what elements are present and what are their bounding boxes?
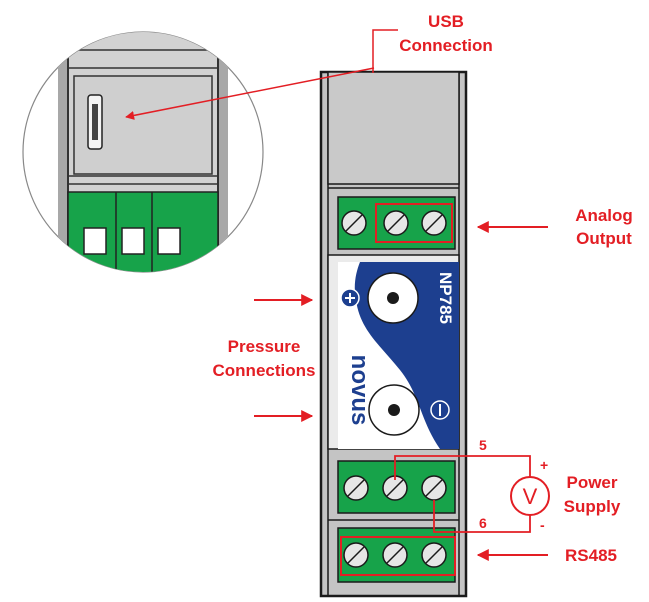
- analog-label-line2: Output: [576, 229, 632, 248]
- minus-sign: -: [540, 517, 545, 533]
- usb-detail-zoom: [22, 31, 264, 273]
- power-terminal-block: [337, 460, 456, 514]
- front-panel: NP785 novus: [327, 254, 460, 450]
- callouts: [125, 29, 548, 561]
- usb-label-line1: USB: [428, 12, 464, 31]
- usb-arrow: [125, 67, 375, 120]
- terminal-5-label: 5: [479, 437, 487, 453]
- usb-label-line2: Connection: [399, 36, 493, 55]
- terminal-6-label: 6: [479, 515, 487, 531]
- power-wiring: V + - 5 6: [394, 437, 550, 533]
- rs485-terminal-block: [337, 527, 456, 583]
- power-label-line1: Power: [566, 473, 617, 492]
- pressure-label-line2: Connections: [213, 361, 316, 380]
- plus-sign: +: [540, 457, 548, 473]
- device-body: NP785 novus: [319, 70, 468, 598]
- power-label-line2: Supply: [564, 497, 621, 516]
- brand-logo: novus: [346, 355, 373, 426]
- analog-output-terminal-block: [337, 196, 456, 250]
- rs485-label: RS485: [565, 546, 617, 565]
- model-label: NP785: [436, 272, 455, 324]
- voltmeter-symbol: V: [523, 484, 538, 509]
- pressure-label-line1: Pressure: [228, 337, 301, 356]
- voltage-source-icon: [510, 476, 550, 516]
- usb-leader-line: [372, 29, 398, 73]
- analog-label-line1: Analog: [575, 206, 633, 225]
